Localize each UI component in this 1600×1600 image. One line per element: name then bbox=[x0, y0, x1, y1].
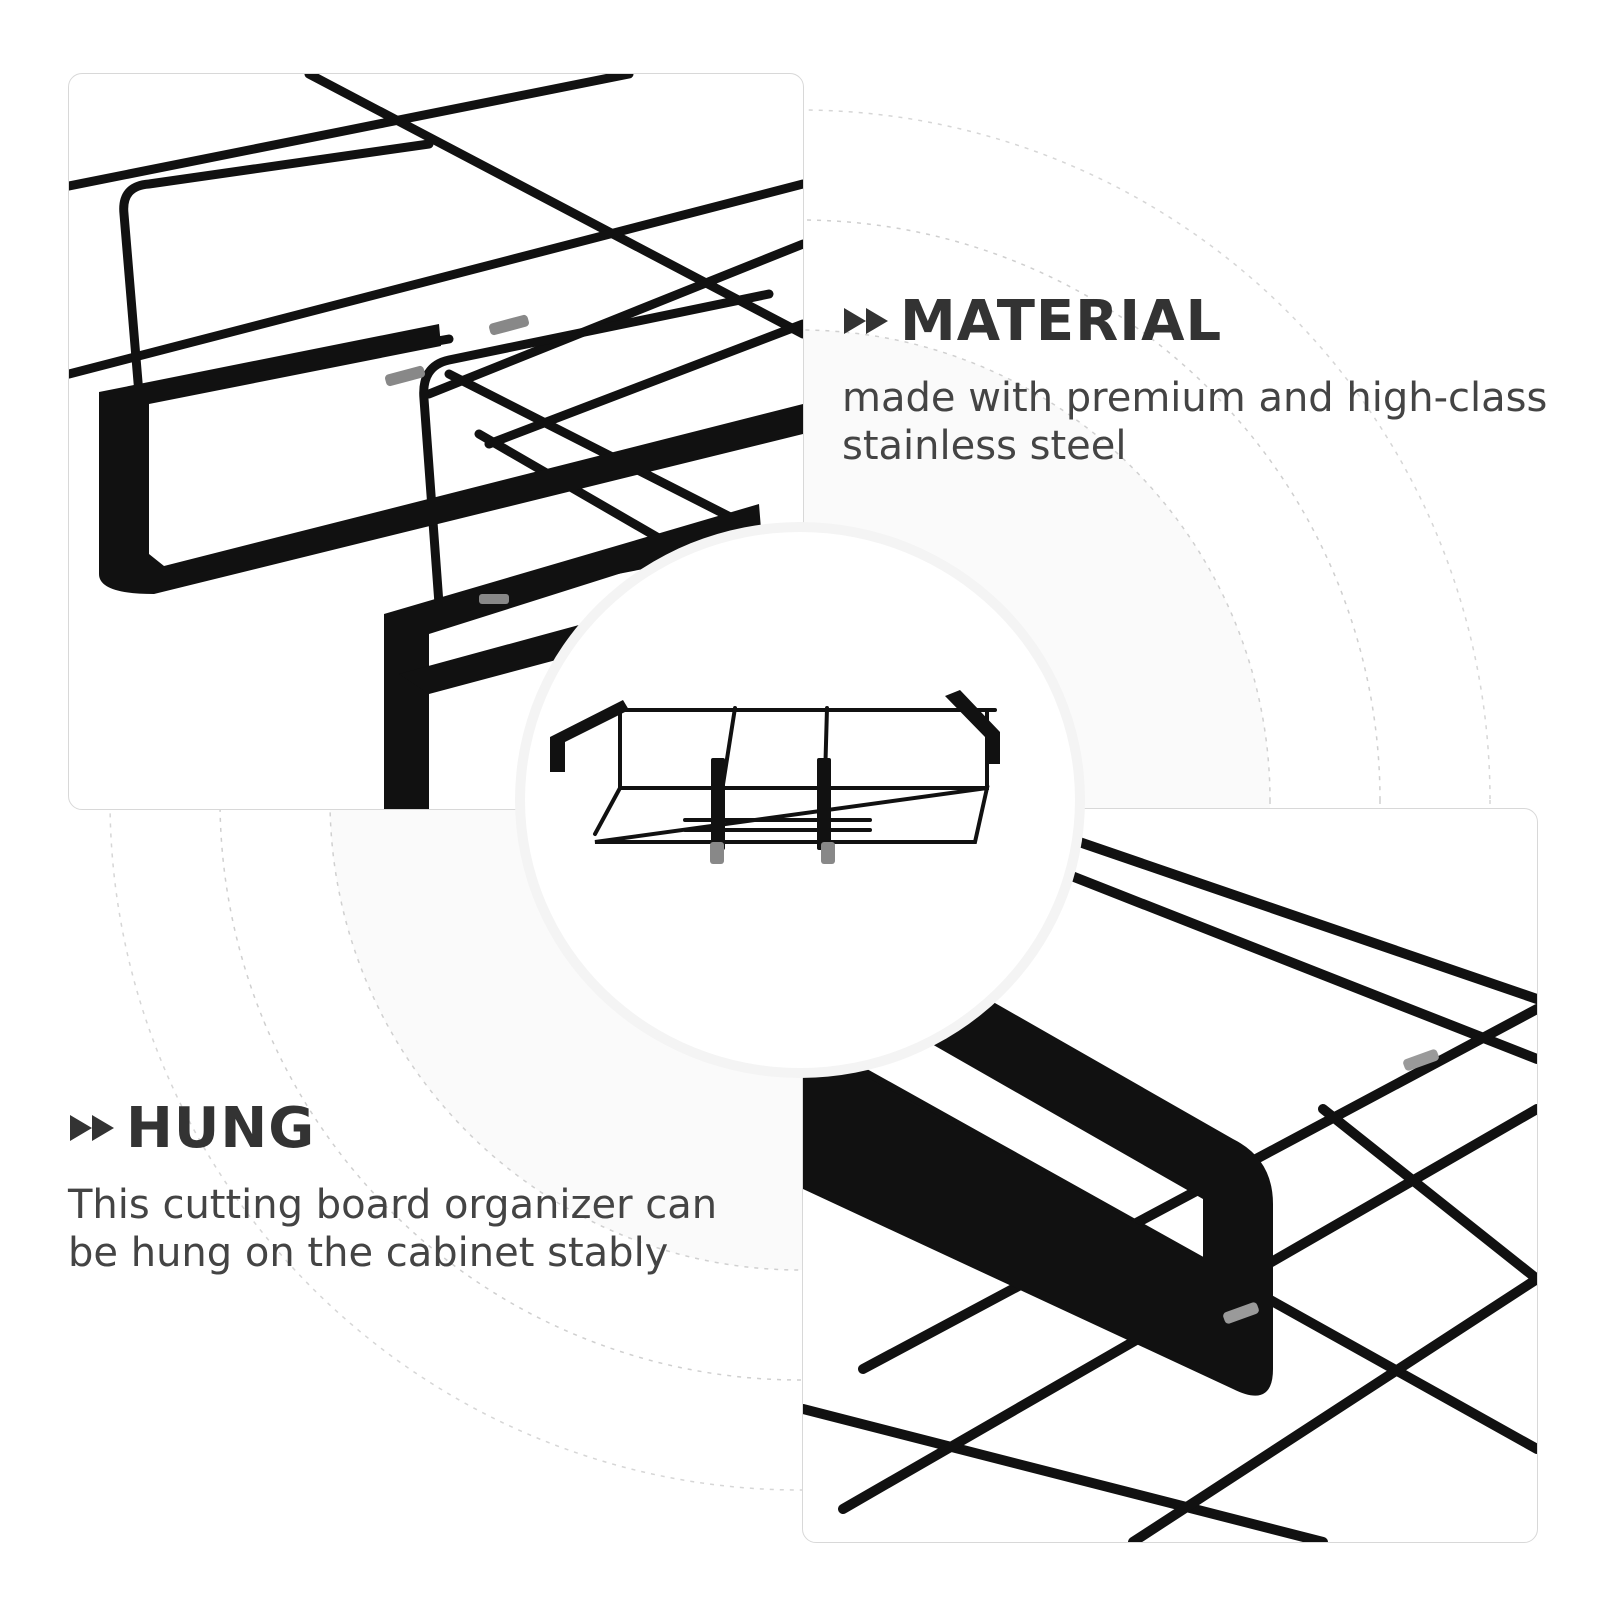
feature-material-line-1: made with premium and high-class bbox=[842, 375, 1548, 421]
feature-hung-description: This cutting board organizer can be hung… bbox=[68, 1181, 768, 1277]
rack-full-view bbox=[550, 690, 1000, 864]
feature-material: MATERIAL made with premium and high-clas… bbox=[842, 286, 1562, 470]
feature-hung-title: HUNG bbox=[126, 1095, 316, 1161]
feature-hung-heading: HUNG bbox=[68, 1093, 768, 1163]
feature-material-description: made with premium and high-class stainle… bbox=[842, 374, 1562, 470]
fast-forward-icon bbox=[842, 306, 894, 336]
fast-forward-icon bbox=[68, 1113, 120, 1143]
rack-closeup-bottom-image bbox=[803, 809, 1537, 1542]
feature-hung: HUNG This cutting board organizer can be… bbox=[68, 1093, 768, 1277]
feature-material-title: MATERIAL bbox=[900, 288, 1223, 354]
product-overview-image bbox=[525, 532, 1075, 1068]
feature-hung-line-2: be hung on the cabinet stably bbox=[68, 1230, 669, 1276]
feature-hung-line-1: This cutting board organizer can bbox=[68, 1182, 718, 1228]
feature-material-line-2: stainless steel bbox=[842, 423, 1127, 469]
feature-material-heading: MATERIAL bbox=[842, 286, 1562, 356]
